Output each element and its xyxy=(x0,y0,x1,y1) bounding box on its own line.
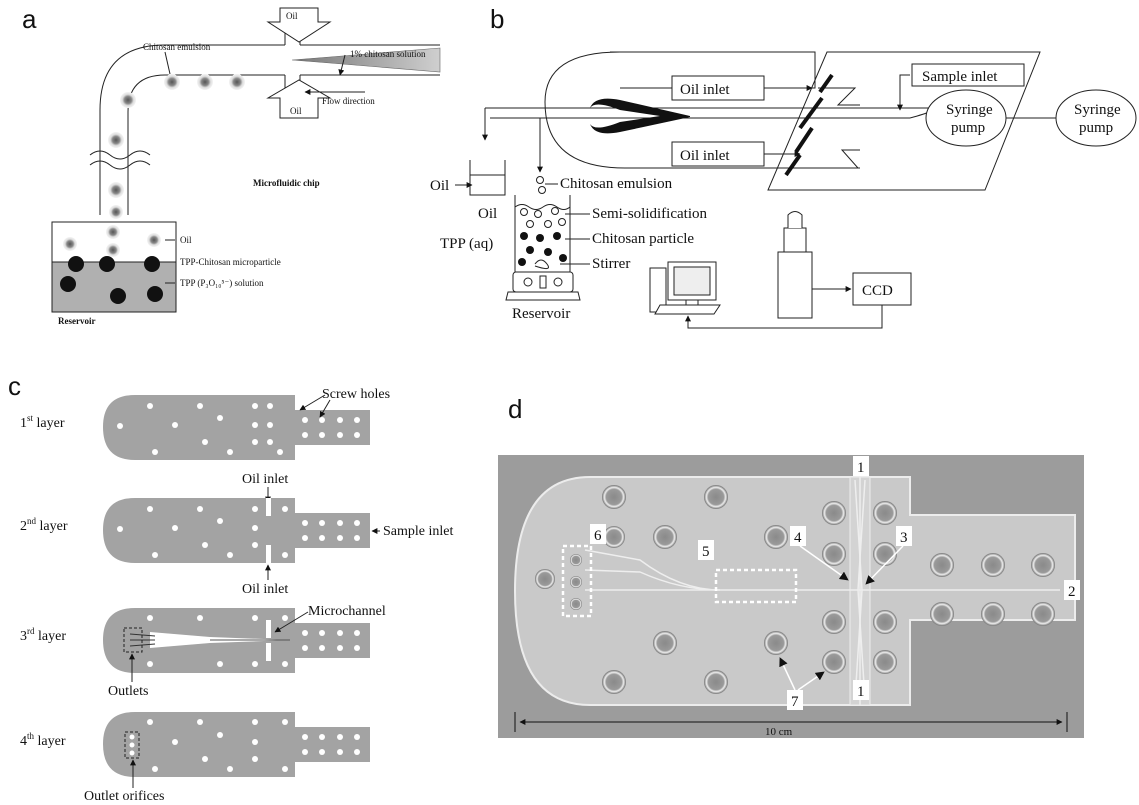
emulsion-droplets xyxy=(108,74,245,198)
tpp-solution-label: TPP (P₃O₁₀⁵⁻) solution xyxy=(180,278,264,288)
cross-stroke-upper xyxy=(800,98,822,128)
microfluidic-chip-label: Microfluidic chip xyxy=(253,178,320,188)
layer-3-label: 3rd layer xyxy=(20,626,66,644)
semi-solidification-label: Semi-solidification xyxy=(592,206,707,222)
layer-2-label: 2nd layer xyxy=(20,516,68,534)
oil-top-label: Oil xyxy=(286,11,298,21)
chitosan-solution-label: 1% chitosan solution xyxy=(350,49,426,59)
layer-4 xyxy=(103,712,370,777)
reservoir-oil-label: Oil xyxy=(180,235,192,245)
panel-d-label: d xyxy=(508,394,522,424)
syringe-pump-1-line1: Syringe xyxy=(946,102,993,118)
svg-text:6: 6 xyxy=(594,528,602,544)
reservoir-b xyxy=(506,177,580,301)
chitosan-particle-label: Chitosan particle xyxy=(592,231,694,247)
cross-stroke-bottom xyxy=(786,155,800,175)
emulsion-pointer xyxy=(165,52,170,74)
channel-break xyxy=(90,151,150,159)
marker-3: 3 xyxy=(896,526,912,546)
oil-layer-label: Oil xyxy=(478,206,497,222)
svg-text:1: 1 xyxy=(857,684,865,700)
sample-inlet-arrow xyxy=(900,75,910,110)
svg-text:7: 7 xyxy=(791,694,799,710)
syringe-pump-2-line2: pump xyxy=(1079,120,1113,136)
stirrer-label: Stirrer xyxy=(592,256,630,272)
syringe-pump-2 xyxy=(1056,90,1136,146)
outlet-orifices-label: Outlet orifices xyxy=(84,789,164,804)
syringe-pump-1-line2: pump xyxy=(951,120,985,136)
svg-text:2: 2 xyxy=(1068,584,1076,600)
cross-stroke-lower xyxy=(796,128,812,152)
syringe-pump-2-line1: Syringe xyxy=(1074,102,1121,118)
oil-arrow-top: Oil xyxy=(268,8,330,42)
microchannel-label: Microchannel xyxy=(308,604,386,619)
oil-inlet-top-label: Oil inlet xyxy=(680,82,730,98)
layer-1-label: 1st layer xyxy=(20,413,65,431)
chitosan-emulsion-b-label: Chitosan emulsion xyxy=(560,176,673,192)
microscope-icon xyxy=(778,212,812,319)
oil-b-label: Oil xyxy=(430,178,449,194)
outlets-label: Outlets xyxy=(108,684,148,699)
inner-channel-top xyxy=(818,88,860,105)
layer-1 xyxy=(103,395,370,460)
marker-5: 5 xyxy=(698,540,714,560)
oil-arrow-bottom: Oil xyxy=(268,80,330,118)
emulsion-channel xyxy=(100,45,285,215)
scale-label: 10 cm xyxy=(765,726,793,738)
oil-inlet-bottom-label: Oil inlet xyxy=(680,148,730,164)
panel-a-label: a xyxy=(22,4,37,34)
black-stream xyxy=(590,99,690,134)
computer-icon xyxy=(650,262,720,314)
tpp-microparticle-label: TPP-Chitosan microparticle xyxy=(180,257,281,267)
panel-b-label: b xyxy=(490,4,504,34)
oil-inlet-top-c-label: Oil inlet xyxy=(242,472,288,487)
svg-text:1: 1 xyxy=(857,460,865,476)
marker-1-top: 1 xyxy=(853,456,869,476)
tpp-aq-label: TPP (aq) xyxy=(440,236,493,252)
cross-stroke-top xyxy=(820,75,832,92)
oil-bottom-label: Oil xyxy=(290,106,302,116)
ccd-label: CCD xyxy=(862,283,893,299)
sample-inlet-label: Sample inlet xyxy=(922,69,998,85)
oil-beaker xyxy=(470,160,505,195)
syringe-pump-1 xyxy=(926,90,1006,146)
panel-b: b Oil inlet Oil inlet Sample inlet Syrin xyxy=(430,4,1136,328)
inner-channel-bottom xyxy=(818,150,860,168)
svg-text:5: 5 xyxy=(702,544,710,560)
panel-a: a Oil Oil 1% chitosan xyxy=(22,4,440,326)
oil-inlet-bottom-c-label: Oil inlet xyxy=(242,582,288,597)
marker-1-bottom: 1 xyxy=(853,680,869,700)
marker-6: 6 xyxy=(590,524,606,544)
reservoir-a xyxy=(52,205,176,312)
emulsion-outlet-arrow xyxy=(490,118,540,172)
marker-7: 7 xyxy=(787,690,803,710)
panel-c-label: c xyxy=(8,371,21,401)
marker-2: 2 xyxy=(1064,580,1080,600)
panel-d: d xyxy=(498,394,1084,738)
svg-text:4: 4 xyxy=(794,530,802,546)
marker-4: 4 xyxy=(790,526,806,546)
layer-4-label: 4th layer xyxy=(20,731,66,749)
layer-2 xyxy=(103,498,370,563)
screw-holes-arrow-1 xyxy=(300,395,325,410)
flow-direction-label: Flow direction xyxy=(322,96,375,106)
reservoir-a-label: Reservoir xyxy=(58,316,95,326)
reservoir-b-label: Reservoir xyxy=(512,306,570,322)
screw-holes-label: Screw holes xyxy=(322,387,390,402)
svg-text:3: 3 xyxy=(900,530,908,546)
panel-c: c 1st layer Screw holes Oil inlet xyxy=(8,371,453,804)
channel-break-2 xyxy=(90,161,150,169)
sample-inlet-c-label: Sample inlet xyxy=(383,524,453,539)
chitosan-emulsion-label: Chitosan emulsion xyxy=(143,42,211,52)
